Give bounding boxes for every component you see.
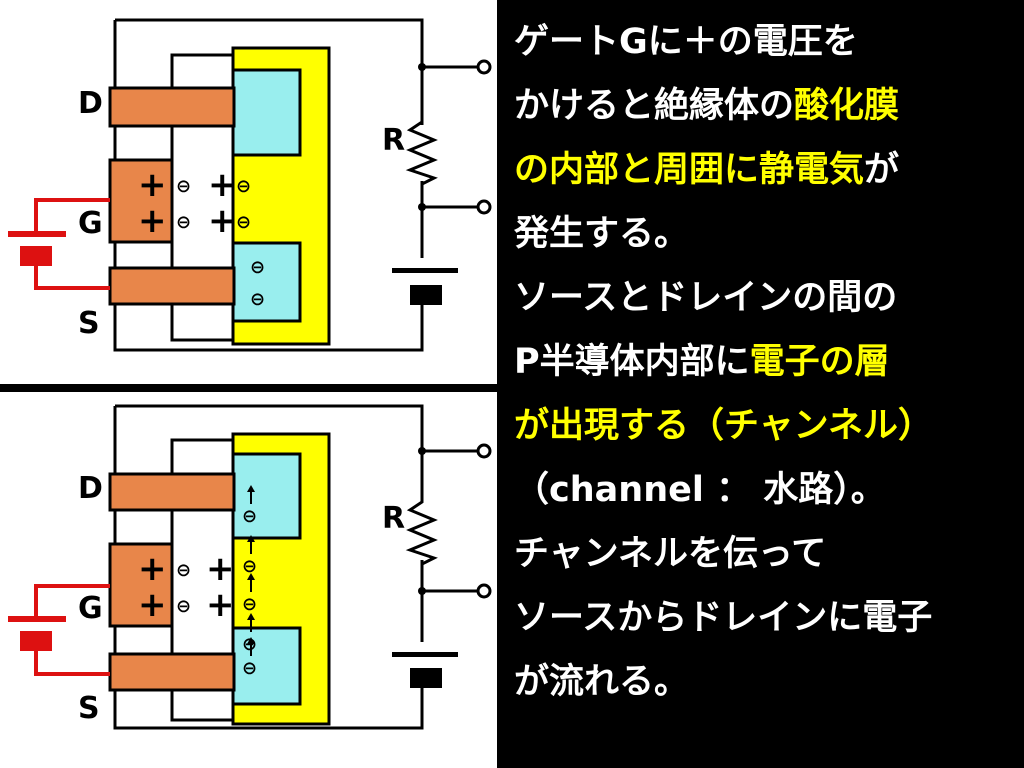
explanation-line: の内部と周囲に静電気が [514,138,1020,202]
label-resistor: R [382,501,405,536]
junction-dot-2 [418,587,426,595]
channel-electron-flow: ⊖ ⊖ ⊖ ⊖ ⊖ [242,485,257,679]
mosfet-diagram-on: D G S R + ⊖ + + ⊖ + ⊖ ⊖ ⊖ ⊖ ⊖ [0,392,497,768]
flow-arrowhead [247,535,255,542]
label-source: S [78,691,100,726]
n-region-source [231,241,302,323]
gate-electrode [108,542,174,628]
resistor-zigzag [405,488,438,576]
drain-electrode [108,86,236,128]
drain-electrode [108,472,236,512]
flow-arrowhead [247,637,255,644]
explanation-line: P半導体内部に電子の層 [514,330,1020,394]
highlighted-text: が出現する（チャンネル） [514,406,933,446]
junction-dot-2 [418,203,426,211]
channel-electron: ⊖ [242,658,257,679]
explanation-text: ゲートGに＋の電圧をかけると絶縁体の酸化膜の内部と周囲に静電気が発生する。ソース… [514,10,1020,714]
gate-battery-short-plate [20,631,52,651]
explanation-line: が出現する（チャンネル） [514,394,1020,458]
body-text: P半導体内部に [514,342,750,382]
label-drain: D [78,86,103,121]
n-region-electron: ⊖ [250,257,265,278]
terminal-1 [476,59,492,75]
gate-plus-charge: + [138,585,167,625]
explanation-line: チャンネルを伝って [514,522,1020,586]
mosfet-off-svg: D G S R + ⊖ + ⊖ + ⊖ + ⊖ ⊖ ⊖ [8,18,492,352]
label-drain: D [78,471,103,506]
oxide-electron: ⊖ [176,176,191,197]
highlighted-text: 電子の層 [749,342,890,382]
battery-short-plate [410,285,442,305]
terminal-2 [476,199,492,215]
body-text: が [864,150,900,190]
gate-battery-long-plate [8,616,66,622]
channel-electron: ⊖ [242,556,257,577]
gate-plus-charge: + [138,201,167,241]
surface-electron: ⊖ [236,176,251,197]
label-resistor: R [382,123,405,158]
source-electrode [108,652,236,692]
flow-arrowhead [247,613,255,620]
terminal-1 [476,443,492,459]
body-text: ソースとドレインの間の [514,278,898,318]
explanation-line: ゲートGに＋の電圧を [514,10,1020,74]
highlighted-text: の内部と周囲に静電気 [514,150,865,190]
junction-dot-1 [418,447,426,455]
label-gate: G [78,591,103,626]
body-text: チャンネルを伝って [514,534,827,574]
explanation-line: 発生する。 [514,202,1020,266]
oxide-plus-charge: + [208,201,237,241]
body-text: かけると絶縁体の [514,86,795,126]
explanation-line: ソースからドレインに電子 [514,586,1020,650]
oxide-plus-charge: + [206,585,235,625]
flow-arrowhead [247,573,255,580]
body-text: 発生する。 [514,214,690,254]
battery-long-plate [392,652,458,657]
body-text: （channel ： 水路）。 [514,470,886,510]
surface-electron: ⊖ [236,212,251,233]
body-text: ソースからドレインに電子 [514,598,933,638]
oxide-electron: ⊖ [176,560,191,581]
gate-battery-short-plate [20,246,52,266]
junction-dot-1 [418,63,426,71]
highlighted-text: 酸化膜 [794,86,900,126]
channel-electron: ⊖ [242,634,257,655]
battery-long-plate [392,268,458,273]
explanation-line: かけると絶縁体の酸化膜 [514,74,1020,138]
body-text: ゲートGに＋の電圧を [514,22,858,62]
explanation-line: ソースとドレインの間の [514,266,1020,330]
source-electrode [108,266,236,306]
mosfet-on-svg: D G S R + ⊖ + + ⊖ + ⊖ ⊖ ⊖ ⊖ ⊖ [8,404,492,730]
channel-electron: ⊖ [242,506,257,527]
flow-arrowhead [247,485,255,492]
body-text: が流れる。 [514,662,690,702]
n-region-drain [231,68,302,157]
resistor-zigzag [405,110,438,195]
oxide-electron: ⊖ [176,596,191,617]
gate-battery-long-plate [8,231,66,237]
oxide-plus-charge: + [208,165,237,205]
n-region-electron: ⊖ [250,289,265,310]
oxide-electron: ⊖ [176,212,191,233]
explanation-line: （channel ： 水路）。 [514,458,1020,522]
explanation-line: が流れる。 [514,650,1020,714]
terminal-2 [476,583,492,599]
mosfet-diagram-off: D G S R + ⊖ + ⊖ + ⊖ + ⊖ ⊖ ⊖ [0,0,497,384]
battery-short-plate [410,668,442,688]
gate-plus-charge: + [138,549,167,589]
oxide-plus-charge: + [206,549,235,589]
channel-electron: ⊖ [242,594,257,615]
label-gate: G [78,206,103,241]
gate-plus-charge: + [138,165,167,205]
label-source: S [78,306,100,341]
